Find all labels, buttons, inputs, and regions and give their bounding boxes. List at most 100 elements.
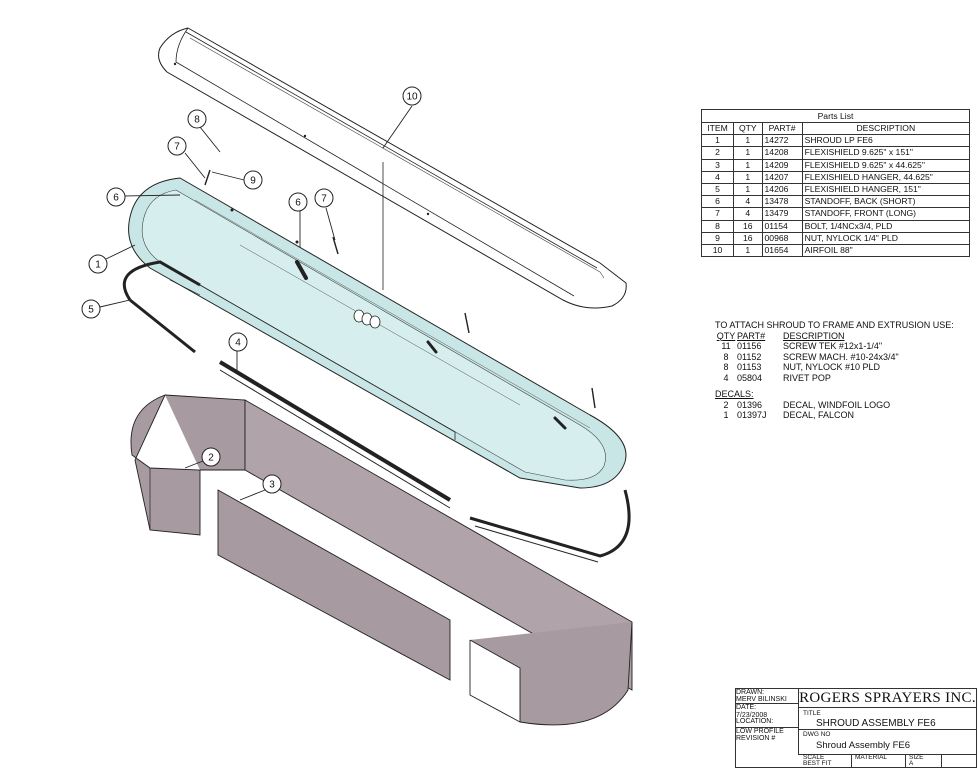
attach-cell-part: 05804 (737, 372, 763, 383)
parts-cell-qty: 16 (733, 231, 763, 245)
parts-cell-part: 01654 (761, 243, 803, 258)
parts-cell-qty: 1 (733, 158, 763, 172)
callout-label: 9 (250, 176, 256, 187)
parts-cell-qty: 1 (733, 170, 763, 184)
parts-cell-description: FLEXISHIELD 9.625" x 44.625" (801, 158, 971, 172)
callout-circle (402, 86, 422, 106)
attach-cell-description: SCREW MACH. #10-24x3/4" (783, 351, 899, 362)
parts-cell-item: 4 (700, 170, 735, 184)
attach-header-row: QTY PART# DESCRIPTION (715, 331, 905, 342)
date-value: 7/23/2008 (736, 712, 768, 719)
parts-list-header-row: ITEM QTY PART# DESCRIPTION (700, 121, 971, 136)
parts-cell-part: 01154 (761, 219, 803, 233)
callout-label: 5 (88, 305, 94, 316)
callout-circle (288, 192, 308, 212)
callout-label: 7 (174, 142, 180, 153)
callout-label: 4 (235, 338, 241, 349)
revision-label: REVISION # (736, 735, 776, 742)
date-label: DATE: (736, 704, 757, 711)
size-field: SIZE A (909, 754, 924, 767)
parts-cell-qty: 1 (733, 243, 763, 258)
decals-list: DECALS: 2 01396 DECAL, WINDFOIL LOGO 1 01397… (715, 389, 954, 421)
parts-cell-description: FLEXISHIELD 9.625" x 151" (801, 146, 971, 160)
attach-cell-qty: 8 (723, 351, 729, 362)
parts-cell-qty: 4 (733, 207, 763, 221)
scale-field: SCALE BEST FIT (803, 754, 832, 767)
attach-list: TO ATTACH SHROUD TO FRAME AND EXTRUSION … (715, 320, 954, 421)
decal-cell-qty: 1 (723, 410, 729, 420)
decal-cell-description: DECAL, FALCON (783, 410, 855, 420)
title-block: DRAWN: MERV BILINSKI DATE: 7/23/2008 LOC… (735, 688, 977, 768)
attach-header-qty: QTY (716, 330, 736, 341)
callout-6: 6 (106, 187, 126, 207)
parts-cell-qty: 1 (733, 146, 763, 160)
parts-cell-part: 14208 (761, 146, 803, 160)
callout-1: 1 (88, 254, 108, 274)
header-qty: QTY (733, 121, 763, 136)
callout-2: 2 (201, 447, 221, 467)
callout-6: 6 (288, 192, 308, 212)
parts-cell-item: 6 (700, 195, 735, 209)
attach-header-part: PART# (737, 330, 766, 341)
decal-row: 1 01397J DECAL, FALCON (715, 410, 896, 421)
callout-label: 7 (321, 194, 327, 205)
size-value: A (909, 760, 914, 767)
dwg-no-label: DWG NO (803, 731, 831, 738)
company-name: ROGERS SPRAYERS INC. (799, 690, 976, 708)
callout-circle (88, 254, 108, 274)
parts-cell-description: SHROUD LP FE6 (801, 134, 971, 148)
callout-label: 1 (95, 260, 101, 271)
header-description: DESCRIPTION (801, 121, 971, 136)
dwg-no-value: Shroud Assembly FE6 (816, 740, 910, 751)
parts-cell-part: 14207 (761, 170, 803, 184)
header-part: PART# (761, 121, 803, 136)
parts-cell-description: NUT, NYLOCK 1/4" PLD (801, 231, 971, 245)
callout-label: 3 (269, 480, 275, 491)
decal-cell-part: 01396 (737, 399, 763, 410)
parts-cell-item: 3 (700, 158, 735, 172)
callout-circle (167, 136, 187, 156)
callout-label: 6 (295, 198, 301, 209)
drawing-title: SHROUD ASSEMBLY FE6 (816, 718, 936, 729)
location-label: LOCATION: (736, 718, 774, 725)
parts-cell-part: 00968 (761, 231, 803, 245)
attach-cell-part: 01153 (737, 362, 762, 372)
callout-label: 2 (208, 453, 214, 464)
parts-cell-description: BOLT, 1/4NCx3/4, PLD (801, 219, 971, 233)
attach-cell-part: 01156 (737, 341, 762, 351)
callout-circle (187, 109, 207, 129)
attach-cell-description: NUT, NYLOCK #10 PLD (783, 362, 881, 372)
callout-circle (228, 332, 248, 352)
parts-cell-part: 14272 (761, 134, 803, 148)
decals-title: DECALS: (715, 389, 754, 399)
size-label: SIZE (909, 754, 924, 761)
scale-value: BEST FIT (803, 760, 832, 767)
airfoil-part (158, 27, 627, 309)
title-block-info: DRAWN: MERV BILINSKI DATE: 7/23/2008 LOC… (736, 689, 799, 755)
header-item: ITEM (700, 121, 735, 136)
decal-cell-qty: 2 (723, 399, 729, 410)
decal-cell-description: DECAL, WINDFOIL LOGO (783, 399, 891, 410)
parts-cell-description: FLEXISHIELD HANGER, 44.625" (801, 170, 971, 184)
parts-cell-item: 1 (700, 134, 735, 148)
material-label: MATERIAL (855, 754, 888, 761)
parts-cell-qty: 4 (733, 195, 763, 209)
parts-list-title: Parts List (701, 109, 970, 122)
attach-cell-qty: 4 (723, 372, 729, 383)
callout-label: 10 (406, 92, 418, 103)
callout-7: 7 (314, 188, 334, 208)
hanger-short-part (218, 360, 452, 509)
callout-9: 9 (243, 170, 263, 190)
decal-cell-part: 01397J (737, 410, 767, 420)
